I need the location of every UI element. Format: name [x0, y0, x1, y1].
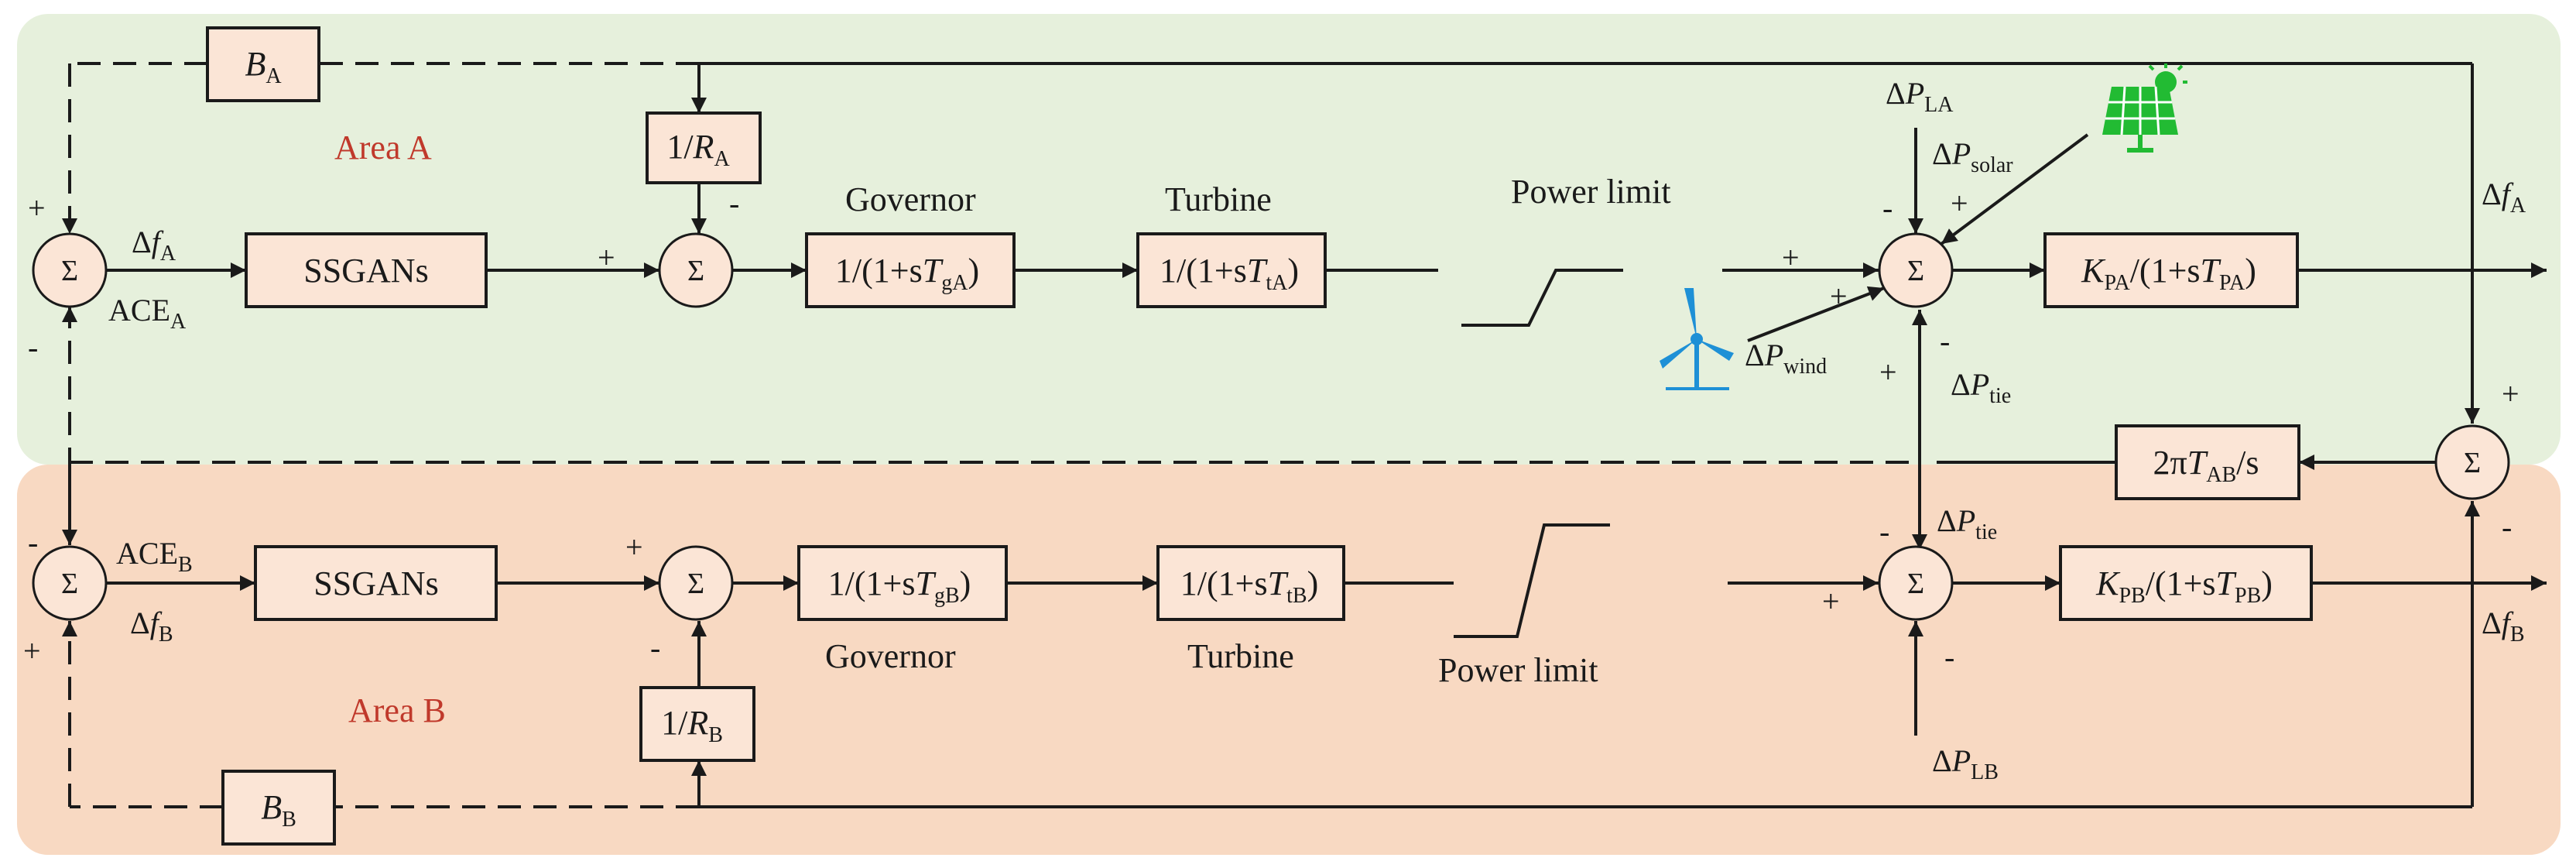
svg-text:1/RB: 1/RB — [661, 704, 723, 747]
svg-text:Σ: Σ — [61, 568, 78, 600]
sum-ace-b: Σ — [32, 545, 108, 621]
svg-text:Σ: Σ — [61, 255, 78, 287]
tie-line-block — [2115, 424, 2300, 500]
svg-text:1/(1+sTgA): 1/(1+sTgA) — [835, 252, 979, 295]
power-system-a-block — [2043, 232, 2299, 308]
sign: - — [1879, 514, 1889, 549]
sign: + — [625, 530, 643, 564]
power-limit-a-label: Power limit — [1511, 173, 1671, 211]
svg-text:Σ: Σ — [687, 568, 704, 600]
ace-b-label: ACEB — [116, 536, 193, 577]
sign: - — [729, 186, 739, 221]
droop-a-block — [646, 112, 762, 184]
svg-text:KPB/(1+sTPB): KPB/(1+sTPB) — [2095, 564, 2273, 608]
delta-p-lb-label: ΔPLB — [1932, 743, 1999, 784]
svg-text:1/(1+sTgB): 1/(1+sTgB) — [828, 564, 971, 608]
delta-f-b-out-label: ΔfB — [2482, 606, 2525, 647]
delta-p-tie-b-label: ΔPtie — [1937, 503, 1997, 544]
sign: - — [1882, 190, 1893, 225]
ace-a-label: ACEA — [108, 293, 187, 334]
area-b-label: Area B — [348, 691, 446, 729]
governor-b-label: Governor — [825, 637, 956, 675]
delta-p-tie-a-label: ΔPtie — [1951, 367, 2011, 408]
wind-turbine-icon — [1660, 288, 1734, 390]
turbine-b-block — [1156, 545, 1345, 621]
svg-text:Σ: Σ — [687, 255, 704, 287]
sum-governor-b: Σ — [658, 545, 734, 621]
turbine-b-label: Turbine — [1187, 637, 1294, 675]
delta-p-la-label: ΔPLA — [1886, 76, 1954, 117]
svg-text:1/RA: 1/RA — [666, 128, 730, 171]
sign: - — [28, 525, 38, 560]
sum-tie: Σ — [2434, 424, 2510, 500]
sum-power-b: Σ — [1878, 545, 1954, 621]
sum-governor-a: Σ — [658, 232, 734, 308]
svg-text:Σ: Σ — [1907, 568, 1924, 600]
svg-text:BA: BA — [245, 45, 282, 88]
sign: - — [2502, 509, 2512, 544]
area-a-label: Area A — [334, 129, 432, 166]
droop-b-block — [639, 686, 755, 762]
svg-text:SSGANs: SSGANs — [303, 252, 428, 290]
sum-ace-a: Σ — [32, 232, 108, 308]
svg-text:KPA/(1+sTPA): KPA/(1+sTPA) — [2081, 252, 2256, 295]
turbine-a-label: Turbine — [1165, 180, 1272, 218]
governor-b-block — [797, 545, 1008, 621]
sign: - — [1944, 640, 1954, 674]
governor-a-block — [805, 232, 1016, 308]
turbine-a-block — [1136, 232, 1327, 308]
solar-panel-icon — [2102, 63, 2187, 153]
svg-text:2πTAB/s: 2πTAB/s — [2153, 444, 2259, 487]
delta-p-wind-label: ΔPwind — [1745, 338, 1827, 379]
delta-p-solar-label: ΔPsolar — [1932, 136, 2013, 177]
svg-text:SSGANs: SSGANs — [313, 564, 438, 602]
sign: - — [28, 330, 38, 365]
sign: + — [1951, 186, 1968, 221]
power-system-b-block — [2059, 545, 2313, 621]
sign: + — [1830, 279, 1848, 314]
sign: - — [650, 630, 660, 665]
bias-a-block — [206, 26, 320, 102]
svg-text:Σ: Σ — [2464, 447, 2481, 479]
governor-a-label: Governor — [845, 180, 976, 218]
sum-power-a: Σ — [1878, 232, 1954, 308]
ssgan-a-block — [245, 232, 488, 308]
svg-text:1/(1+sTtA): 1/(1+sTtA) — [1160, 252, 1299, 295]
sign: + — [1782, 240, 1800, 275]
sign: + — [2502, 376, 2519, 411]
svg-text:BB: BB — [261, 788, 296, 832]
sign: + — [598, 240, 615, 275]
sign: + — [28, 190, 46, 225]
sign: + — [1822, 584, 1840, 619]
sign: + — [23, 633, 41, 668]
svg-text:Σ: Σ — [1907, 255, 1924, 287]
delta-f-a-label: ΔfA — [132, 225, 176, 266]
svg-text:1/(1+sTtB): 1/(1+sTtB) — [1180, 564, 1318, 608]
sign: - — [1940, 324, 1950, 359]
sign: + — [1879, 355, 1897, 389]
ssgan-b-block — [254, 545, 498, 621]
power-limit-b-label: Power limit — [1438, 651, 1598, 689]
bias-b-block — [221, 770, 336, 846]
